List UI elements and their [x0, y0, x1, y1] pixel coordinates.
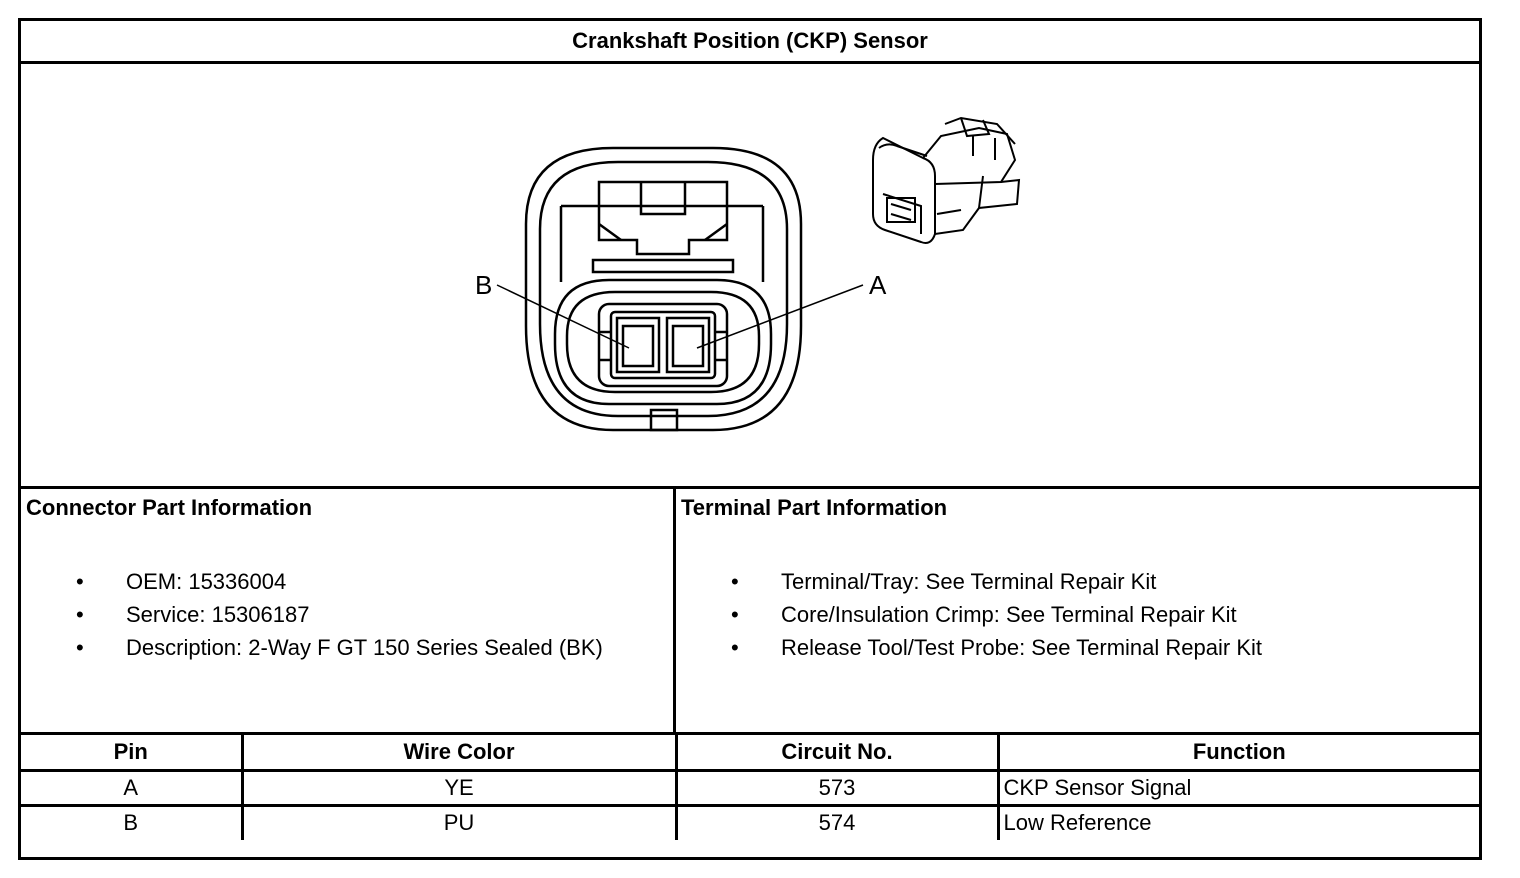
connector-drawing-area: B A: [21, 64, 1479, 489]
header-function: Function: [996, 735, 1479, 772]
latch-outline: [559, 204, 765, 282]
cavity-b-outer: [615, 316, 661, 374]
cell-circuit-no: 573: [674, 768, 1000, 807]
sheet-title: Crankshaft Position (CKP) Sensor: [21, 21, 1479, 64]
leader-line-a: [696, 284, 864, 349]
connector-info-item-oem: OEM: 15336004: [76, 567, 636, 597]
latch-base: [591, 258, 735, 274]
housing-bottom-key: [649, 408, 679, 432]
cell-pin: A: [21, 768, 244, 807]
cavity-rib-right: [715, 330, 727, 362]
title-text: Crankshaft Position (CKP) Sensor: [572, 28, 928, 53]
terminal-info-item-release-tool: Release Tool/Test Probe: See Terminal Re…: [731, 633, 1451, 663]
connector-sheet: Crankshaft Position (CKP) Sensor: [18, 18, 1482, 860]
connector-part-info: Connector Part Information OEM: 15336004…: [21, 489, 676, 732]
terminal-info-heading: Terminal Part Information: [681, 495, 948, 520]
connector-info-item-description: Description: 2-Way F GT 150 Series Seale…: [76, 633, 636, 663]
cavity-b-inner: [621, 324, 655, 368]
terminal-info-list: Terminal/Tray: See Terminal Repair Kit C…: [731, 567, 1451, 666]
terminal-info-item-tray: Terminal/Tray: See Terminal Repair Kit: [731, 567, 1451, 597]
pin-table-header-row: Pin Wire Color Circuit No. Function: [21, 735, 1479, 772]
pin-label-b: B: [475, 270, 492, 300]
connector-face-drawing: B A: [475, 116, 1021, 432]
cavity-a-inner: [671, 324, 705, 368]
header-circuit-no: Circuit No.: [674, 735, 1000, 772]
pin-table: Pin Wire Color Circuit No. Function A YE…: [21, 735, 1479, 840]
cavity-a-outer: [665, 316, 711, 374]
housing-inner-outline: [538, 160, 789, 418]
cell-wire-color: PU: [240, 803, 678, 840]
terminal-info-item-crimp: Core/Insulation Crimp: See Terminal Repa…: [731, 600, 1451, 630]
cell-function: Low Reference: [996, 803, 1479, 840]
latch-center-tab: [639, 182, 687, 216]
cell-wire-color: YE: [240, 768, 678, 807]
seal-ring-outer: [553, 278, 773, 406]
part-information-row: Connector Part Information OEM: 15336004…: [21, 489, 1479, 735]
terminal-part-info: Terminal Part Information Terminal/Tray:…: [676, 489, 1479, 732]
header-pin: Pin: [21, 735, 244, 772]
seal-ring-inner: [565, 290, 761, 394]
latch-block: [597, 180, 729, 256]
cell-circuit-no: 574: [674, 803, 1000, 840]
table-row: A YE 573 CKP Sensor Signal: [21, 768, 1479, 807]
connector-info-item-service: Service: 15306187: [76, 600, 636, 630]
housing-outer-outline: [524, 146, 803, 432]
cavity-block-outer: [597, 302, 729, 388]
cavity-rib-left: [599, 330, 611, 362]
leader-line-b: [496, 284, 630, 349]
pin-label-a: A: [869, 270, 887, 300]
latch-slope-left: [598, 222, 622, 242]
table-row: B PU 574 Low Reference: [21, 803, 1479, 840]
header-wire-color: Wire Color: [240, 735, 678, 772]
connector-iso-view: [872, 116, 1021, 244]
connector-info-list: OEM: 15336004 Service: 15306187 Descript…: [76, 567, 636, 666]
cavity-block-inner: [609, 310, 717, 380]
latch-slope-right: [704, 222, 728, 242]
connector-info-heading: Connector Part Information: [26, 495, 313, 520]
cell-pin: B: [21, 803, 244, 840]
cell-function: CKP Sensor Signal: [996, 768, 1479, 807]
